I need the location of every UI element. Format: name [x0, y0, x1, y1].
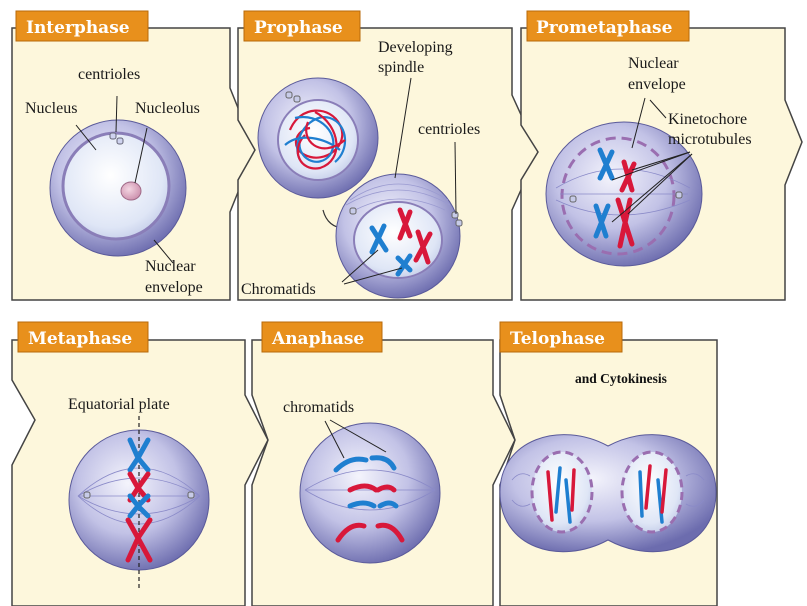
prophase-label-spindle: spindle — [378, 59, 424, 76]
telophase-tab: Telophase — [500, 322, 622, 352]
metaphase-title: Metaphase — [28, 329, 132, 349]
prophase-tab: Prophase — [244, 11, 360, 41]
prometaphase-title: Prometaphase — [536, 18, 673, 38]
prophase-label-centrioles: centrioles — [418, 121, 480, 138]
interphase-label-envelope: envelope — [145, 279, 203, 296]
prophase-title: Prophase — [254, 18, 343, 38]
anaphase-title: Anaphase — [271, 329, 364, 349]
metaphase-label-equatorial-plate: Equatorial plate — [68, 396, 170, 413]
prophase-cell-early — [258, 78, 378, 198]
anaphase-tab: Anaphase — [262, 322, 382, 352]
interphase-tab: Interphase — [16, 11, 148, 41]
prometaphase-label-kinetochore: Kinetochore — [668, 111, 747, 128]
anaphase-label-chromatids: chromatids — [283, 399, 354, 416]
interphase-label-nuclear: Nuclear — [145, 258, 196, 275]
metaphase-tab: Metaphase — [18, 322, 148, 352]
prophase-label-developing: Developing — [378, 39, 453, 56]
telophase-cell — [500, 435, 716, 552]
prophase-label-chromatids: Chromatids — [241, 281, 316, 298]
telophase-title: Telophase — [510, 329, 605, 349]
prometaphase-label-microtubules: microtubules — [668, 131, 752, 148]
telophase-label-cytokinesis: and Cytokinesis — [575, 371, 667, 386]
interphase-label-nucleus: Nucleus — [25, 100, 77, 117]
prometaphase-tab: Prometaphase — [527, 11, 689, 41]
prometaphase-label-nuclear: Nuclear — [628, 55, 679, 72]
prometaphase-label-envelope: envelope — [628, 76, 686, 93]
interphase-label-nucleolus: Nucleolus — [135, 100, 200, 117]
interphase-label-centrioles: centrioles — [78, 66, 140, 83]
interphase-title: Interphase — [26, 18, 130, 38]
